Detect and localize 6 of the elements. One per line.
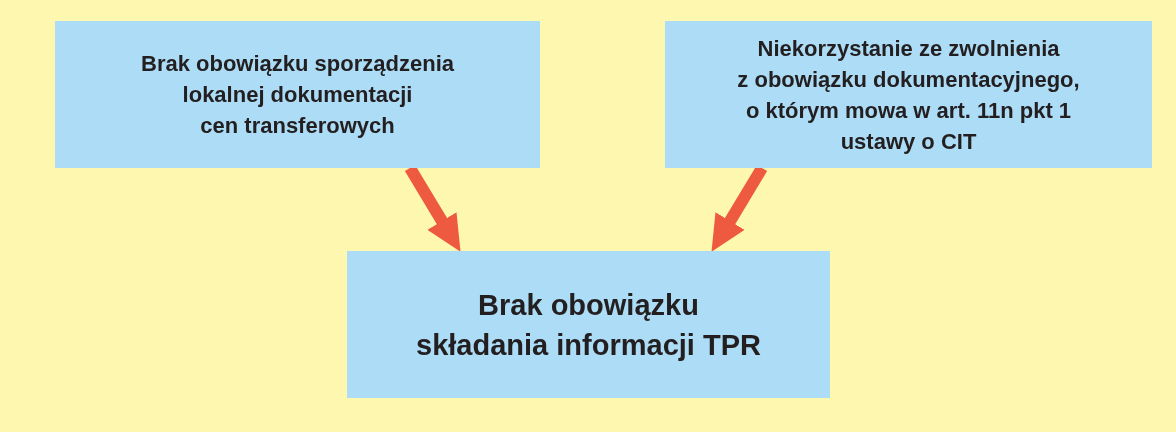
process-box [347,251,830,398]
box-text: Niekorzystanie ze zwolnienia z obowiązku dokumentacyjnego, o którym mowa w art. 11n pkt 1 ustawy o CIT [737,34,1080,156]
process-box [55,21,540,168]
box-text: Brak obowiązku składania informacji TPR [416,287,761,363]
box-text: Brak obowiązku sporządzenia lokalnej dokumentacji cen transferowych [141,50,454,140]
process-box [665,21,1152,168]
